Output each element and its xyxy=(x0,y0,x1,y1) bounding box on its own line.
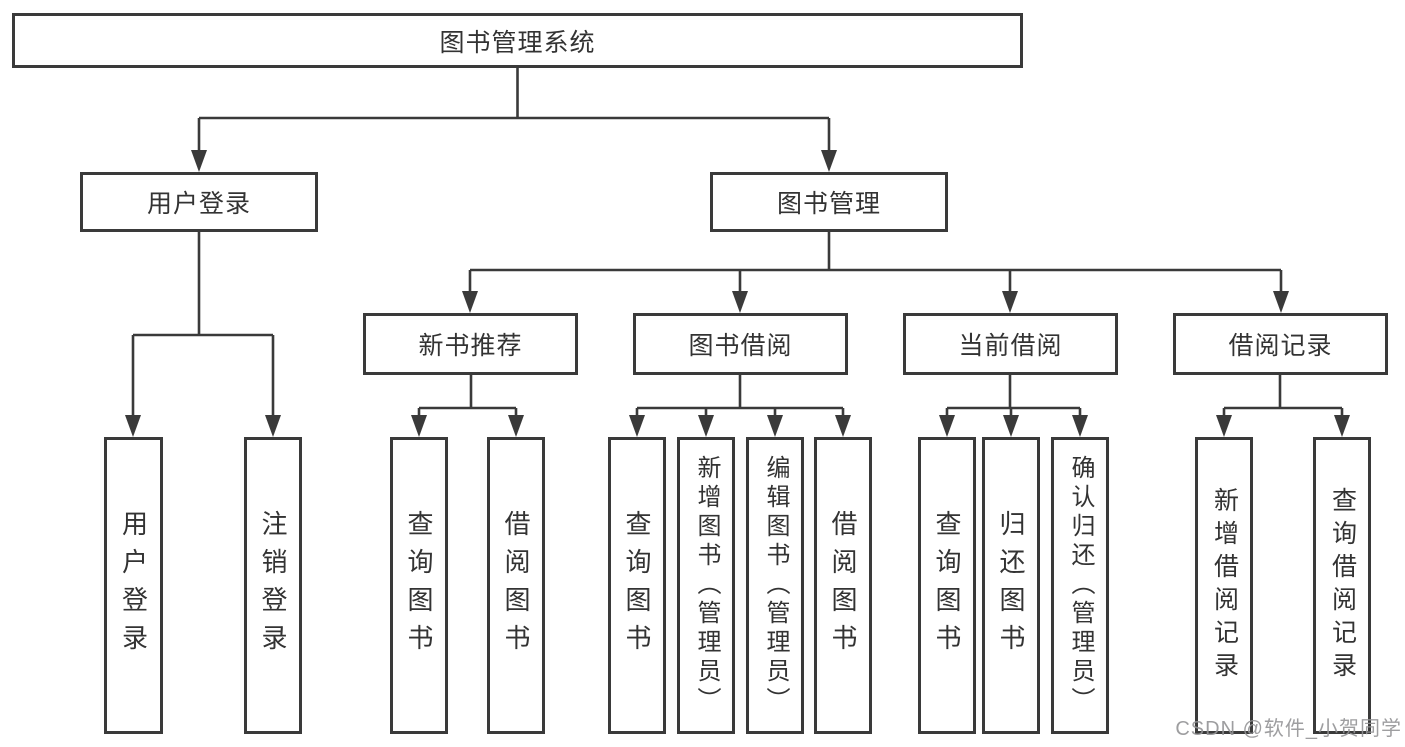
arrowhead-icons xyxy=(125,150,1350,437)
connector-segments xyxy=(131,68,1344,417)
leaf-record-add-borrow-record: 新增借阅记录 xyxy=(1195,437,1253,734)
leaf-user-login: 用户登录 xyxy=(104,437,163,734)
leaf-borrow-edit-books-admin: 编辑图书（管理员） xyxy=(746,437,804,734)
leaf-logout: 注销登录 xyxy=(244,437,302,734)
csdn-watermark: CSDN @软件_小贺同学 xyxy=(1175,718,1402,740)
node-new-book-recommendation: 新书推荐 xyxy=(363,313,578,375)
leaf-newbook-borrow-books: 借阅图书 xyxy=(487,437,545,734)
leaf-borrow-query-books: 查询图书 xyxy=(608,437,666,734)
leaf-borrow-add-books-admin: 新增图书（管理员） xyxy=(677,437,735,734)
node-book-management-branch: 图书管理 xyxy=(710,172,948,232)
leaf-newbook-query-books: 查询图书 xyxy=(390,437,448,734)
leaf-record-query-borrow-record: 查询借阅记录 xyxy=(1313,437,1371,734)
node-current-borrowing: 当前借阅 xyxy=(903,313,1118,375)
node-book-borrowing: 图书借阅 xyxy=(633,313,848,375)
leaf-current-query-books: 查询图书 xyxy=(918,437,976,734)
node-borrowing-records: 借阅记录 xyxy=(1173,313,1388,375)
leaf-borrow-borrow-books: 借阅图书 xyxy=(814,437,872,734)
node-user-login-branch: 用户登录 xyxy=(80,172,318,232)
leaf-current-confirm-return-admin: 确认归还（管理员） xyxy=(1051,437,1109,734)
node-library-system: 图书管理系统 xyxy=(12,13,1023,68)
leaf-current-return-books: 归还图书 xyxy=(982,437,1040,734)
